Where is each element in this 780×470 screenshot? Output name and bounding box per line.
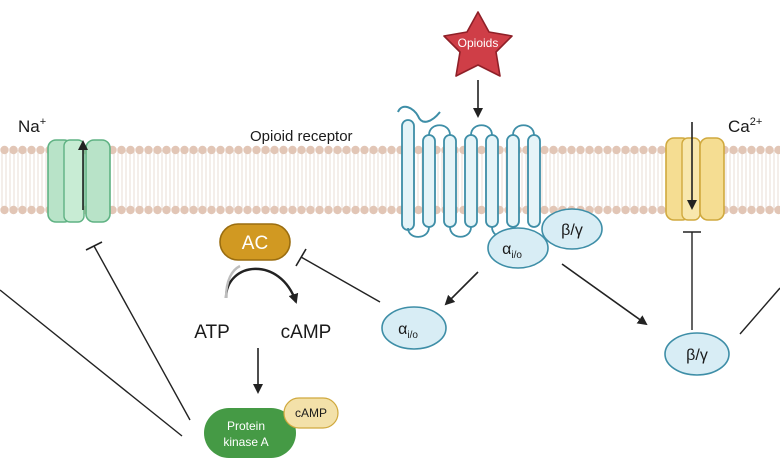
inhibition-pka-to-sodium: [85, 241, 191, 421]
pka-camp-badge: [283, 397, 339, 429]
gprotein-alpha-bound: [487, 227, 549, 269]
receptor-label: Opioid receptor: [250, 128, 353, 145]
pka-label-line1: Protein: [227, 419, 265, 433]
gprotein-alpha-released: [381, 306, 447, 350]
line-right-edge: [739, 287, 780, 335]
arrow-atp-to-camp: [224, 267, 299, 304]
atp-label: ATP: [194, 322, 230, 343]
line-left-edge: [0, 289, 183, 437]
opioids-label: Opioids: [458, 36, 499, 50]
inhibition-alpha-to-ac: [295, 248, 381, 303]
protein-kinase-a-icon: [204, 408, 296, 458]
sodium-channel-icon: [47, 139, 111, 223]
beta-gamma-bound-label: β/γ: [561, 222, 583, 239]
sodium-label: Na+: [18, 116, 46, 136]
opioid-star-icon: [443, 11, 513, 77]
alpha-released-label: αi/o: [398, 321, 418, 341]
arrow-to-alpha-released: [444, 271, 479, 306]
gprotein-beta-gamma-bound: [541, 208, 603, 250]
arrow-to-beta-gamma-released: [561, 263, 648, 326]
beta-gamma-released-label: β/γ: [686, 347, 708, 364]
calcium-label: Ca2+: [728, 116, 762, 136]
ac-label: AC: [242, 233, 268, 254]
cell-membrane: [0, 144, 780, 216]
adenylyl-cyclase-icon: [219, 223, 291, 261]
calcium-channel-icon: [665, 122, 725, 221]
pka-camp-label: cAMP: [295, 406, 327, 420]
camp-label: cAMP: [281, 322, 332, 343]
inhibition-beta-gamma-to-calcium: [683, 231, 701, 330]
gprotein-beta-gamma-released: [664, 332, 730, 376]
pka-label-line2: kinase A: [223, 435, 268, 449]
opioid-receptor-icon: [397, 105, 541, 238]
alpha-bound-label: αi/o: [502, 241, 522, 261]
